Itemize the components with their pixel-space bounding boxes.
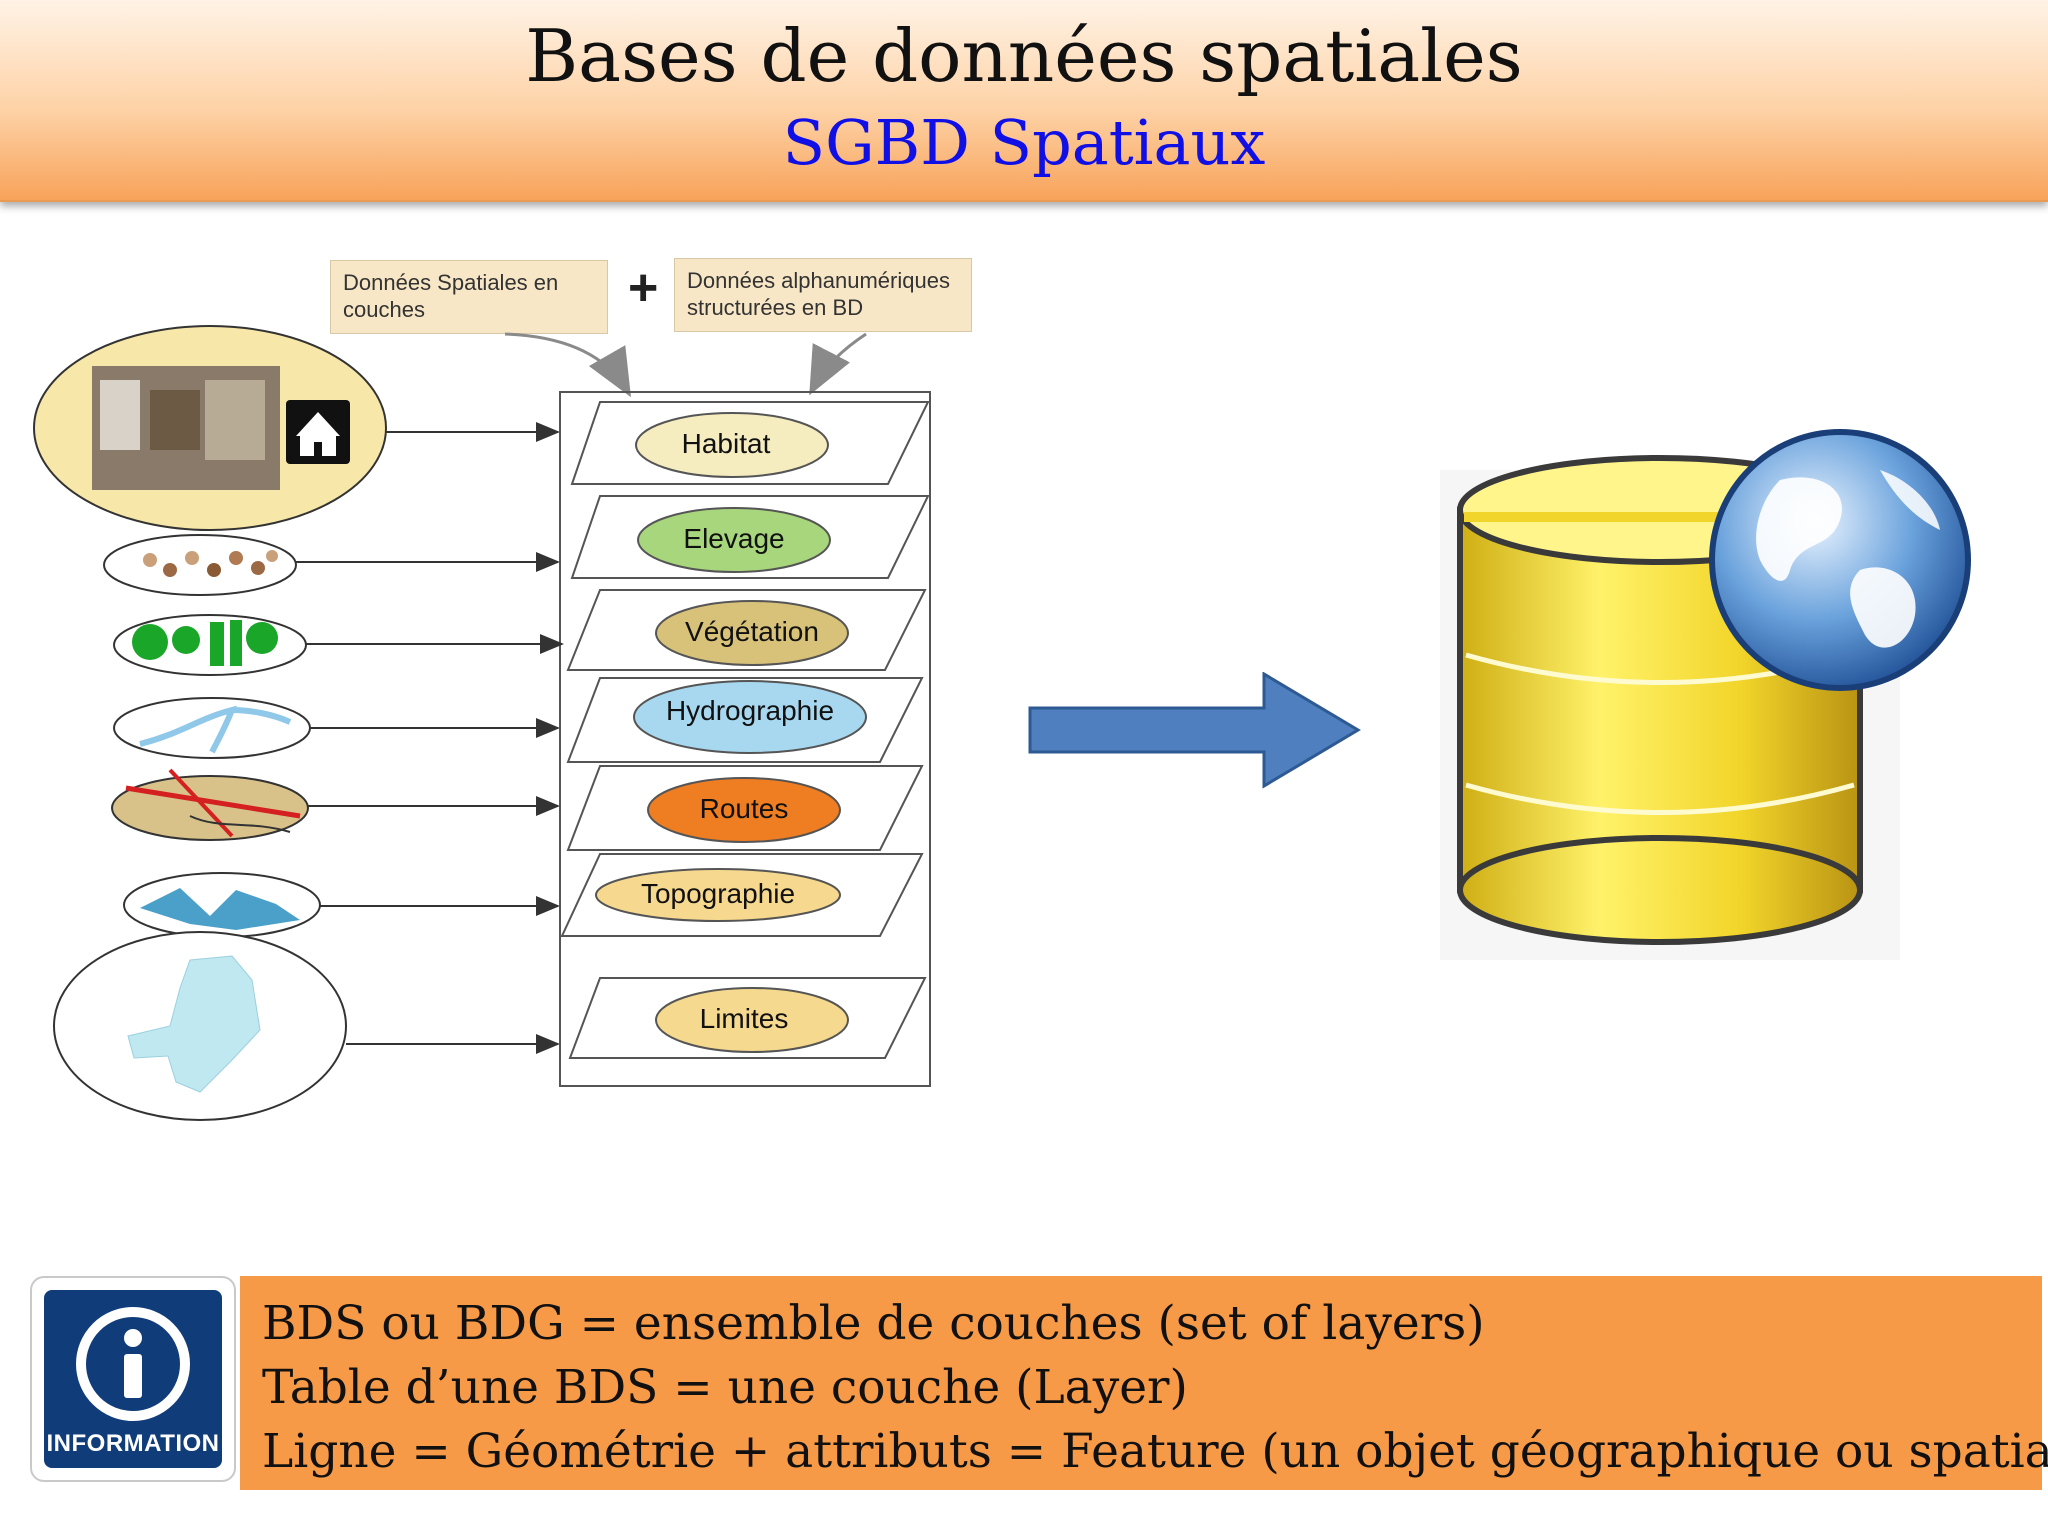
ellipse-topographie <box>595 868 841 922</box>
ellipse-elevage <box>637 507 831 573</box>
layer-stack-frame <box>559 391 931 1087</box>
ellipse-hydrographie <box>633 680 867 754</box>
info-line-3: Ligne = Géométrie + attributs = Feature … <box>262 1424 2048 1479</box>
spatial-database-icon <box>1440 429 1971 960</box>
ellipse-habitat <box>635 412 829 478</box>
info-icon-label: INFORMATION <box>46 1430 220 1457</box>
slide-header: Bases de données spatiales SGBD Spatiaux <box>0 0 2048 202</box>
layer-label-elevage: Elevage <box>683 523 785 554</box>
info-i-icon <box>76 1307 190 1421</box>
info-bar: INFORMATION BDS ou BDG = ensemble de cou… <box>30 1276 2048 1490</box>
layer-label-habitat: Habitat <box>681 428 771 459</box>
thumb-habitat <box>33 325 387 531</box>
layer-label-topographie: Topographie <box>640 878 796 909</box>
spatial-curve-arrow <box>504 332 631 398</box>
alphanumeric-data-label: Données alphanumériques structurées en B… <box>674 258 972 332</box>
spatial-data-label: Données Spatiales en couches <box>330 260 608 334</box>
layer-label-vegetation: Végétation <box>685 616 819 647</box>
slide-subtitle: SGBD Spatiaux <box>782 106 1266 179</box>
plus-sign: + <box>628 259 659 317</box>
thumb-hydrographie <box>113 697 311 759</box>
right-arrow <box>1028 672 1361 789</box>
diagram-graphics <box>33 325 931 1121</box>
ellipse-vegetation <box>655 600 849 666</box>
information-icon: INFORMATION <box>30 1276 236 1482</box>
layer-label-limites: Limites <box>699 1003 789 1034</box>
layer-label-routes: Routes <box>699 793 789 824</box>
info-line-1: BDS ou BDG = ensemble de couches (set of… <box>262 1296 1485 1351</box>
slide-title: Bases de données spatiales <box>525 14 1523 98</box>
thumb-topographie <box>123 872 321 938</box>
thumb-vegetation <box>113 614 307 676</box>
thumb-routes <box>111 768 309 841</box>
info-line-2: Table d’une BDS = une couche (Layer) <box>262 1360 1188 1415</box>
layer-diagram: Données Spatiales en couches + Données a… <box>0 240 1000 1140</box>
thumb-elevage <box>103 534 297 596</box>
ellipse-routes <box>647 777 841 843</box>
alpha-curve-arrow <box>809 332 867 396</box>
ellipse-limites <box>655 987 849 1053</box>
layer-label-hydrographie: Hydrographie <box>665 695 835 726</box>
info-panel: BDS ou BDG = ensemble de couches (set of… <box>240 1276 2048 1490</box>
thumb-limites <box>53 931 347 1121</box>
